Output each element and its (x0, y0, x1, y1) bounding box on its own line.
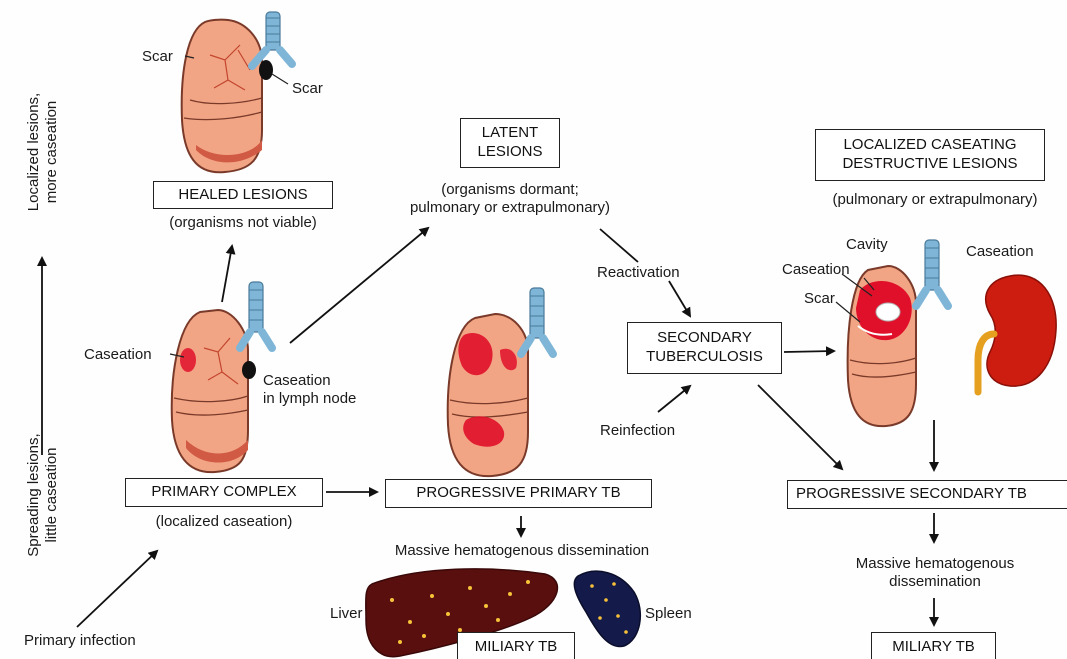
scar-label-left: Scar (142, 48, 173, 66)
reinfection-label: Reinfection (600, 422, 675, 440)
latent-lesions-box: LATENT LESIONS (460, 118, 560, 168)
scar-label-right: Scar (292, 80, 323, 98)
primary-lung-icon (170, 282, 272, 472)
trachea-icon (916, 240, 948, 306)
destructive-lung-icon (836, 240, 948, 426)
spleen-icon (574, 571, 640, 646)
progressive-secondary-box: PROGRESSIVE SECONDARY TB (787, 480, 1067, 509)
secondary-dissemination-label: Massive hematogenous dissemination (820, 555, 1050, 591)
healed-lung-icon (182, 12, 292, 172)
latent-caption: (organisms dormant; pulmonary or extrapu… (375, 181, 645, 217)
primary-caption: (localized caseation) (124, 513, 324, 531)
destructive-scar-label: Scar (804, 290, 835, 308)
liver-label: Liver (330, 605, 363, 623)
progressive-lung-icon (448, 288, 553, 476)
lymph-node-icon (242, 361, 256, 379)
localized-lesions-box: LOCALIZED CASEATING DESTRUCTIVE LESIONS (815, 129, 1045, 181)
spleen-label: Spleen (645, 605, 692, 623)
kidney-icon (978, 275, 1056, 392)
caseation-spot-icon (180, 348, 196, 372)
healed-lesions-box: HEALED LESIONS (153, 181, 333, 209)
healed-caption: (organisms not viable) (148, 214, 338, 232)
scar-node-icon (259, 60, 273, 80)
progressive-primary-box: PROGRESSIVE PRIMARY TB (385, 479, 652, 508)
axis-top-label: Localized lesions, more caseation (25, 82, 61, 222)
destructive-caseation-label: Caseation (782, 261, 850, 279)
miliary-tb-box-left: MILIARY TB (457, 632, 575, 659)
primary-complex-box: PRIMARY COMPLEX (125, 478, 323, 507)
cavity-icon (876, 303, 900, 321)
lymph-node-label: Caseation in lymph node (263, 372, 356, 408)
miliary-tb-box-right: MILIARY TB (871, 632, 996, 659)
secondary-tb-box: SECONDARY TUBERCULOSIS (627, 322, 782, 374)
primary-infection-label: Primary infection (24, 632, 136, 650)
cavity-label: Cavity (846, 236, 888, 254)
localized-caption: (pulmonary or extrapulmonary) (810, 191, 1060, 209)
trachea-icon (252, 12, 292, 66)
kidney-caseation-label: Caseation (966, 243, 1034, 261)
trachea-icon (240, 282, 272, 348)
trachea-icon (521, 288, 553, 354)
dissemination-label: Massive hematogenous dissemination (357, 542, 687, 560)
primary-caseation-label: Caseation (84, 346, 152, 364)
reactivation-label: Reactivation (597, 264, 680, 282)
axis-bottom-label: Spreading lesions, little caseation (25, 420, 61, 570)
